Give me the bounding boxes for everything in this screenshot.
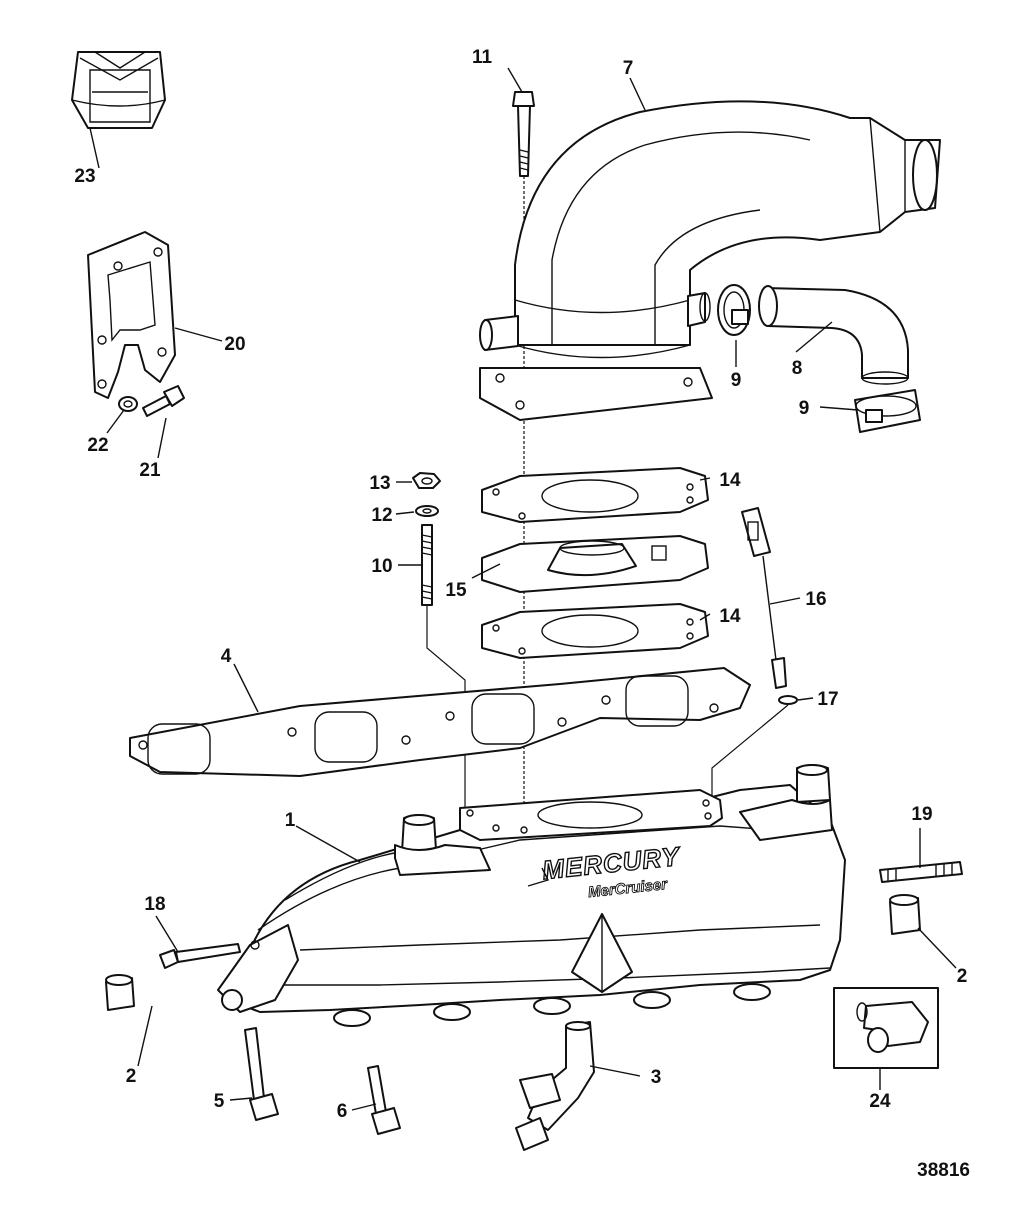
- part-9-hose-clamp-upper: [717, 284, 751, 336]
- callout-2-right: 2: [957, 966, 968, 987]
- part-18-bolt: [159, 943, 241, 969]
- callout-21: 21: [139, 460, 161, 481]
- callout-12: 12: [371, 505, 392, 526]
- part-19-stud: [879, 861, 963, 883]
- part-2-plug-right: [889, 894, 921, 935]
- callout-22: 22: [87, 435, 108, 456]
- part-24-fitting-box: [833, 987, 939, 1069]
- callout-8: 8: [792, 358, 803, 379]
- part-17-washer: [711, 695, 798, 796]
- part-9-hose-clamp-lower: [854, 389, 921, 433]
- callout-23: 23: [74, 166, 95, 187]
- callout-13: 13: [369, 473, 390, 494]
- part-14-gasket-upper: [481, 467, 709, 523]
- callout-6: 6: [337, 1101, 348, 1122]
- part-2-plug-left: [105, 974, 135, 1011]
- callout-1: 1: [285, 810, 296, 831]
- callout-24: 24: [869, 1091, 891, 1112]
- part-8-elbow-hose: [758, 285, 909, 385]
- part-15-restrictor-plate: [481, 535, 709, 593]
- part-23-cover: [71, 51, 166, 129]
- part-4-manifold-gasket: [129, 667, 751, 777]
- callout-9-lower: 9: [799, 398, 810, 419]
- callout-2-left: 2: [126, 1066, 137, 1087]
- part-14-gasket-lower: [481, 603, 709, 659]
- callout-9-upper: 9: [731, 370, 742, 391]
- leader-lines: [89, 67, 957, 1111]
- part-6-bolt: [367, 1065, 401, 1135]
- part-21-bolt: [142, 385, 185, 417]
- part-5-bolt: [244, 1027, 279, 1121]
- callout-11: 11: [472, 47, 493, 68]
- callout-18: 18: [144, 894, 165, 915]
- callout-14-upper: 14: [719, 470, 741, 491]
- part-12-washer: [415, 505, 439, 517]
- callout-16: 16: [805, 589, 826, 610]
- callout-3: 3: [651, 1067, 662, 1088]
- part-20-bracket-plate: [87, 231, 176, 399]
- part-7-exhaust-elbow: [479, 100, 941, 421]
- part-16-sensor: [741, 507, 787, 689]
- part-22-washer: [118, 396, 138, 412]
- part-10-stud: [421, 524, 466, 815]
- callout-4: 4: [221, 646, 232, 667]
- callout-7: 7: [623, 58, 634, 79]
- callout-14-lower: 14: [719, 606, 741, 627]
- callout-labels: 23 20 22 21 11 7 8 9 9 14 14 15 13 12 10…: [74, 47, 967, 1122]
- callout-20: 20: [224, 334, 245, 355]
- callout-19: 19: [911, 804, 932, 825]
- part-3-elbow-fitting: [515, 1021, 595, 1151]
- callout-17: 17: [817, 689, 838, 710]
- part-13-nut: [412, 472, 441, 489]
- callout-5: 5: [214, 1091, 225, 1112]
- part-11-long-bolt: [512, 91, 535, 835]
- callout-15: 15: [445, 580, 467, 601]
- figure-number: 38816: [917, 1160, 970, 1181]
- part-1-exhaust-manifold: MERCURY MerCruiser: [217, 764, 846, 1027]
- callout-10: 10: [371, 556, 392, 577]
